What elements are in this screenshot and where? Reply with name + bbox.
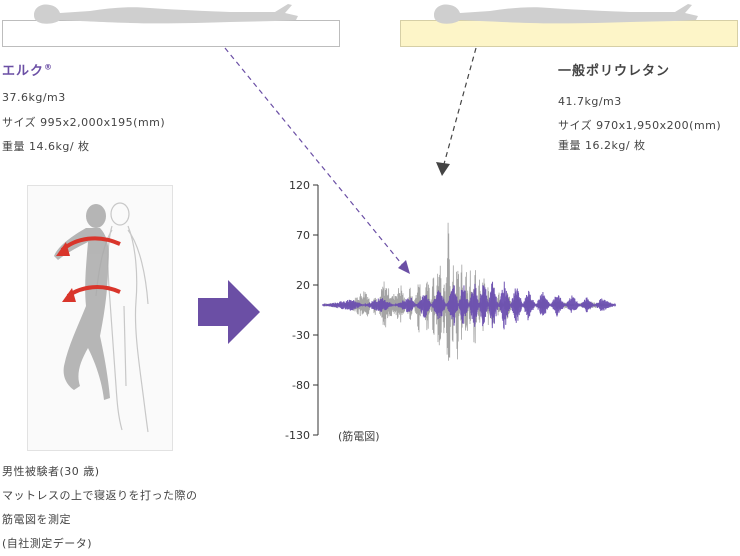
y-tick-label: -30 bbox=[292, 329, 310, 342]
note-line-3: 筋電図を測定 bbox=[2, 513, 71, 526]
emg-annotation: (筋電図) bbox=[338, 429, 380, 443]
elk-product-name: エルク® bbox=[2, 60, 53, 79]
elk-pointer-head bbox=[398, 260, 410, 274]
polyurethane-weight: 重量 16.2kg/ 枚 bbox=[558, 139, 646, 152]
right-arrow-icon bbox=[198, 280, 260, 344]
polyurethane-density: 41.7kg/m3 bbox=[558, 95, 622, 108]
polyurethane-pointer-head bbox=[436, 162, 450, 176]
rollover-person-icon bbox=[54, 202, 149, 433]
elk-density: 37.6kg/m3 bbox=[2, 91, 66, 104]
polyurethane-product-name: 一般ポリウレタン bbox=[558, 64, 671, 79]
elk-emg-series bbox=[321, 281, 617, 330]
registered-mark: ® bbox=[44, 62, 54, 72]
note-line-2: マットレスの上で寝返りを打った際の bbox=[2, 489, 198, 502]
elk-size: サイズ 995x2,000x195(mm) bbox=[2, 116, 166, 129]
polyurethane-mattress-bar bbox=[400, 20, 738, 47]
y-tick-label: -130 bbox=[285, 429, 310, 442]
elk-weight: 重量 14.6kg/ 枚 bbox=[2, 140, 90, 153]
y-tick-label: 120 bbox=[289, 179, 310, 192]
elk-name-text: エルク bbox=[2, 64, 45, 79]
polyurethane-pointer-line bbox=[443, 47, 477, 165]
polyurethane-emg-series bbox=[321, 222, 617, 361]
rollover-photo-box bbox=[27, 185, 173, 451]
polyurethane-size: サイズ 970x1,950x200(mm) bbox=[558, 119, 722, 132]
chart-series bbox=[321, 222, 617, 361]
y-tick-label: 20 bbox=[296, 279, 310, 292]
elk-pointer-line bbox=[224, 47, 406, 269]
note-line-1: 男性被験者(30 歳) bbox=[2, 465, 100, 478]
emg-chart: 120 70 20 -30 -80 -130 (筋電図) bbox=[224, 47, 617, 443]
y-tick-label: -80 bbox=[292, 379, 310, 392]
lying-person-left-icon bbox=[34, 4, 298, 24]
chart-axis: 120 70 20 -30 -80 -130 bbox=[285, 179, 319, 442]
y-tick-label: 70 bbox=[296, 229, 310, 242]
lying-person-right-icon bbox=[434, 4, 698, 24]
pointer-arrows bbox=[224, 47, 477, 274]
